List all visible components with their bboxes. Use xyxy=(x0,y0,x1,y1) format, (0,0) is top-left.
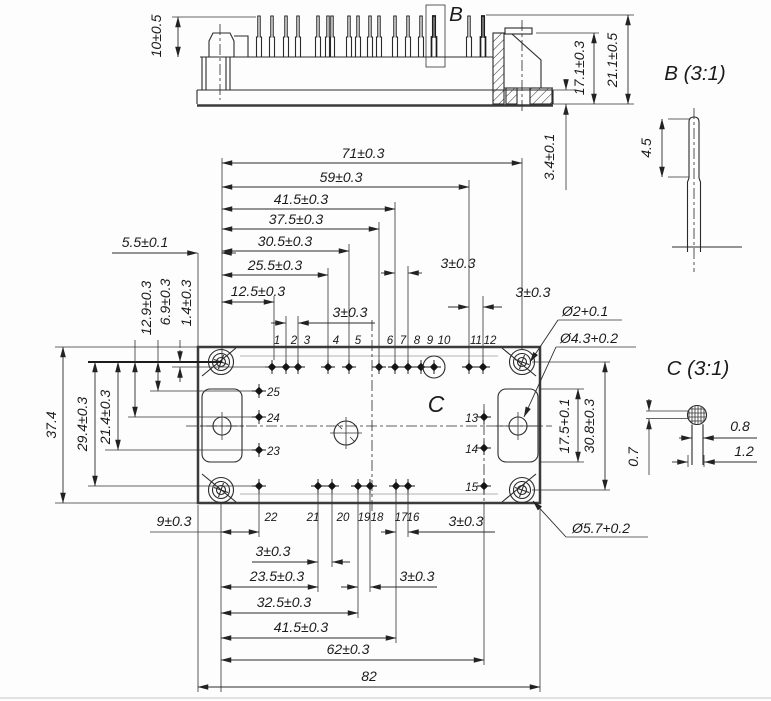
left-recess xyxy=(201,388,243,463)
detail-b-frame xyxy=(425,4,446,68)
pin-label: 13 xyxy=(465,413,478,425)
dim-41-5-bottom: 41.5±0.3 xyxy=(274,619,329,635)
mounting-bracket-section xyxy=(492,20,553,112)
terminal-block xyxy=(208,32,249,57)
dim-dia-4-3: Ø4.3+0.2 xyxy=(559,330,618,346)
pin-label: 16 xyxy=(407,512,420,524)
pin-section-hatch xyxy=(688,406,706,424)
dim-3-pins-21-20: 3±0.3 xyxy=(256,543,291,559)
dim-12-5: 12.5±0.3 xyxy=(231,283,286,299)
dim-37-5: 37.5±0.3 xyxy=(269,211,324,227)
pin-label: 6 xyxy=(387,335,394,347)
pin-label: 8 xyxy=(414,335,421,347)
dim-total-height: 21.1±0.5 xyxy=(604,33,620,89)
dim-23-5: 23.5±0.3 xyxy=(249,568,305,584)
dim-37-4: 37.4 xyxy=(43,411,59,438)
pin-label: 22 xyxy=(264,512,278,524)
detail-b-title: B (3:1) xyxy=(664,62,726,85)
pin-label: 5 xyxy=(355,335,362,347)
pin-label: 12 xyxy=(484,335,497,347)
dim-3-pins-11-12: 3±0.3 xyxy=(516,284,551,300)
dim-pin-offset: 0.7 xyxy=(625,446,641,467)
pin-label: 11 xyxy=(470,335,482,347)
corner-screw-br xyxy=(508,476,536,504)
dim-12-9: 12.9±0.3 xyxy=(138,281,154,336)
pin-label: 9 xyxy=(427,335,434,347)
dim-30-8: 30.8±0.3 xyxy=(581,399,597,454)
pin-label: 24 xyxy=(266,413,280,425)
main-view: C 1 2 3 4 5 6 7 8 9 10 11 12 22 21 20 19… xyxy=(186,320,552,524)
dim-41-5-top: 41.5±0.3 xyxy=(274,191,329,207)
dim-62: 62±0.3 xyxy=(327,641,370,657)
dim-59: 59±0.3 xyxy=(320,169,363,185)
pin-label: 17 xyxy=(395,512,408,524)
dim-71: 71±0.3 xyxy=(342,145,385,161)
corner-screw-tr xyxy=(508,348,536,376)
side-view-pins xyxy=(255,15,487,57)
dim-1-4: 1.4±0.3 xyxy=(178,279,194,326)
corner-screw-bl xyxy=(207,476,235,504)
dim-body-height: 17.1±0.3 xyxy=(571,41,587,96)
dim-17-5: 17.5+0.1 xyxy=(556,399,572,454)
right-recess xyxy=(497,388,539,463)
dim-pin-full-width: 1.2 xyxy=(734,443,754,459)
detail-c-frame xyxy=(422,355,446,379)
dim-6-9: 6.9±0.3 xyxy=(157,278,173,325)
pin-labels: 1 2 3 4 5 6 7 8 9 10 11 12 22 21 20 19 1… xyxy=(264,335,497,524)
detail-b: B (3:1) 4.5 xyxy=(638,62,742,272)
pin-label: 21 xyxy=(306,512,320,524)
detail-c: C (3:1) 0.7 0.8 1.2 xyxy=(625,357,757,475)
dim-30-5: 30.5±0.3 xyxy=(258,233,313,249)
pin-label: 7 xyxy=(400,335,407,347)
module-outline xyxy=(196,345,542,505)
right-dimensions: 17.5+0.1 30.8±0.3 Ø2+0.1 Ø4.3+0.2 Ø5.7+0… xyxy=(523,303,648,538)
dim-3-pins-19-18: 3±0.3 xyxy=(400,568,435,584)
pin-label: 3 xyxy=(304,335,311,347)
dim-9: 9±0.3 xyxy=(157,513,192,529)
dim-5-5: 5.5±0.1 xyxy=(122,234,169,250)
top-dimensions: 71±0.3 59±0.3 41.5±0.3 37.5±0.3 30.5±0.3… xyxy=(88,145,551,363)
pin-label: 10 xyxy=(438,335,451,347)
pin-label: 15 xyxy=(465,482,478,494)
pin-label: 1 xyxy=(274,335,280,347)
pin-label: 4 xyxy=(333,335,339,347)
dim-3-pins-17-16: 3±0.3 xyxy=(449,513,484,529)
bottom-dimensions: 9±0.3 3±0.3 3±0.3 23.5±0.3 3±0.3 32.5±0.… xyxy=(150,493,541,692)
dim-baseplate-thickness: 3.4±0.1 xyxy=(541,134,557,181)
detail-b-marker: B xyxy=(449,3,463,26)
dim-pin-width: 0.8 xyxy=(730,418,750,434)
left-dimensions: 37.4 29.4±0.3 21.4±0.3 12.9±0.3 6.9±0.3 … xyxy=(43,278,268,504)
pin-label: 20 xyxy=(336,512,350,524)
side-view-dimensions: 10±0.5 17.1±0.3 21.1±0.5 3.4±0.1 xyxy=(148,14,634,190)
dim-pin-height: 10±0.5 xyxy=(148,14,164,57)
pin-label: 2 xyxy=(290,335,298,347)
center-hole xyxy=(330,417,362,449)
dim-29-4: 29.4±0.3 xyxy=(74,397,90,453)
pin-label: 18 xyxy=(371,512,384,524)
side-view: B 10±0.5 17.1±0.3 21.1±0.5 3.4±0.1 xyxy=(148,3,634,190)
detail-c-title: C (3:1) xyxy=(667,357,730,380)
dim-32-5: 32.5±0.3 xyxy=(257,594,312,610)
dim-dia-2: Ø2+0.1 xyxy=(561,303,608,319)
dim-3-pins-7-8: 3±0.3 xyxy=(441,255,476,271)
detail-c-marker: C xyxy=(428,391,445,417)
pin-label: 23 xyxy=(266,446,280,458)
dim-82: 82 xyxy=(361,668,377,684)
detail-b-pin xyxy=(686,116,702,252)
dim-dia-5-7: Ø5.7+0.2 xyxy=(571,520,630,536)
dim-21-4: 21.4±0.3 xyxy=(97,390,113,446)
pin-label: 25 xyxy=(266,387,280,399)
dim-25-5: 25.5±0.3 xyxy=(247,257,303,273)
pin-label: 19 xyxy=(358,512,371,524)
module-pins xyxy=(251,359,492,494)
pin-label: 14 xyxy=(465,444,478,456)
dim-pin-tip-length: 4.5 xyxy=(638,138,654,158)
dim-3-pins-2-3: 3±0.3 xyxy=(333,304,368,320)
